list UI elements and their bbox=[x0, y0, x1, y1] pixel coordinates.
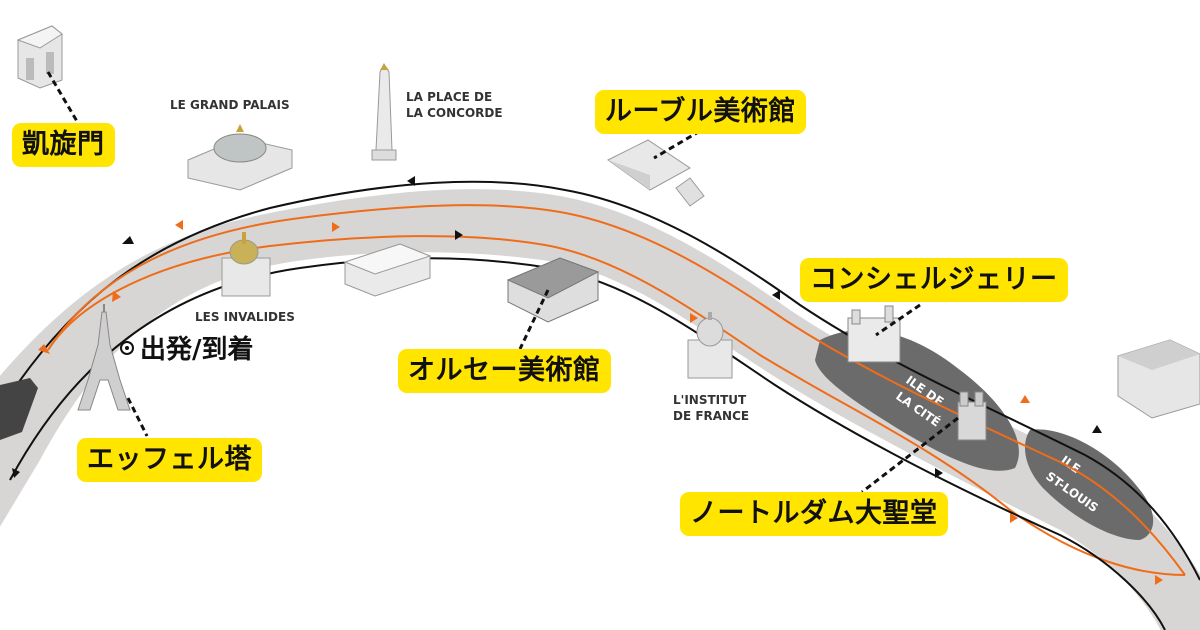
connector-notre-dame bbox=[861, 416, 959, 494]
route-arrow bbox=[12, 468, 20, 478]
label-institut-line2: DE FRANCE bbox=[673, 409, 750, 423]
route-arrow bbox=[1010, 513, 1018, 523]
route-arrow bbox=[112, 291, 121, 302]
route-arrow bbox=[1155, 575, 1163, 585]
route-outer-black bbox=[0, 180, 1200, 581]
route-arrow bbox=[455, 230, 463, 240]
route-arrow bbox=[935, 468, 943, 478]
invalides-illustration bbox=[221, 232, 271, 297]
start-finish-marker: 出発/到着 bbox=[120, 329, 254, 366]
start-finish-label: 出発/到着 bbox=[140, 335, 254, 365]
label-concorde-line2: LA CONCORDE bbox=[406, 106, 503, 120]
label-orsay: オルセー美術館 bbox=[398, 349, 611, 393]
eiffel-tower-illustration bbox=[77, 304, 131, 411]
route-arrow bbox=[1020, 395, 1030, 403]
conciergerie-illustration bbox=[847, 305, 901, 363]
institut-de-france-illustration bbox=[687, 312, 733, 379]
orsay-illustration bbox=[506, 257, 600, 323]
label-concorde-line1: LA PLACE DE bbox=[406, 90, 493, 104]
route-orange-south bbox=[47, 235, 1186, 576]
route-arrow bbox=[772, 290, 780, 300]
label-eiffel-tower: エッフェル塔 bbox=[77, 438, 262, 482]
label-conciergerie: コンシェルジェリー bbox=[800, 258, 1068, 302]
route-arrow bbox=[332, 222, 340, 232]
label-louvre: ルーブル美術館 bbox=[595, 90, 806, 134]
label-notre-dame: ノートルダム大聖堂 bbox=[680, 492, 948, 536]
grand-palais-illustration bbox=[187, 124, 293, 191]
route-arrow bbox=[1092, 425, 1102, 433]
route-arrow bbox=[38, 344, 50, 354]
arc-de-triomphe-illustration bbox=[16, 25, 63, 89]
route-arrow bbox=[175, 220, 183, 230]
route-arrows bbox=[12, 176, 1163, 585]
louvre-pyramid-illustration bbox=[607, 139, 705, 207]
boat-illustration bbox=[0, 378, 38, 440]
building-illustration bbox=[343, 243, 432, 297]
notre-dame-illustration bbox=[957, 391, 987, 441]
route-arrow bbox=[407, 176, 415, 186]
label-invalides: LES INVALIDES bbox=[195, 310, 295, 324]
connector-louvre bbox=[653, 129, 701, 160]
ile-st-louis bbox=[1025, 429, 1154, 540]
hotel-de-ville-illustration bbox=[1117, 339, 1200, 419]
label-grand-palais: LE GRAND PALAIS bbox=[170, 98, 290, 112]
seine-river bbox=[0, 189, 1200, 630]
label-arc-de-triomphe: 凱旋門 bbox=[12, 123, 115, 167]
obelisk-illustration bbox=[371, 62, 397, 161]
label-institut-line1: L'INSTITUT bbox=[673, 393, 747, 407]
start-point-icon bbox=[120, 340, 134, 355]
route-arrow bbox=[690, 313, 698, 323]
route-arrow bbox=[122, 236, 134, 244]
connector-orsay bbox=[518, 289, 550, 350]
connector-lines bbox=[46, 71, 959, 494]
route-inner-black bbox=[9, 257, 1166, 630]
connector-eiffel bbox=[126, 397, 149, 437]
route-orange-north bbox=[47, 204, 1186, 576]
connector-conciergerie bbox=[875, 303, 921, 337]
